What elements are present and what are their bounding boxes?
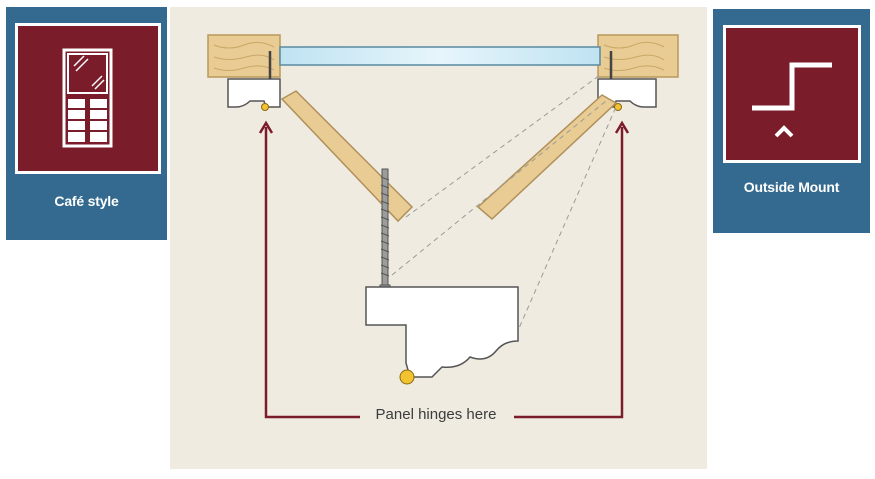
chevron-up-icon <box>774 125 794 138</box>
right-panel <box>476 94 618 221</box>
left-trim-molding <box>227 78 281 108</box>
cafe-style-icon-box <box>15 23 161 174</box>
right-top-hinge-pin <box>614 103 622 111</box>
cafe-style-tile[interactable]: Café style <box>6 7 167 240</box>
left-arrowhead-icon <box>258 120 274 134</box>
outside-mount-icon-box <box>723 25 861 163</box>
cafe-style-shutter-icon <box>62 48 113 148</box>
panel-hinge-caption: Panel hinges here <box>366 406 506 423</box>
bottom-hinge-pin <box>399 369 415 385</box>
hinge-arrow-path <box>264 127 624 419</box>
outside-mount-label: Outside Mount <box>743 179 840 195</box>
hinge-diagram-illustration <box>207 34 679 419</box>
right-arrowhead-icon <box>614 120 630 134</box>
cafe-style-label: Café style <box>54 193 119 209</box>
glass-pane <box>279 46 601 66</box>
guide-lines <box>391 74 617 336</box>
left-panel <box>280 90 414 223</box>
hinge-diagram: Panel hinges here <box>170 7 707 469</box>
outside-mount-tile[interactable]: Outside Mount <box>713 9 870 233</box>
outside-mount-step-icon <box>752 62 832 138</box>
enlarged-molding-detail <box>365 286 519 378</box>
left-top-hinge-pin <box>261 103 269 111</box>
left-frame-block <box>207 34 281 78</box>
